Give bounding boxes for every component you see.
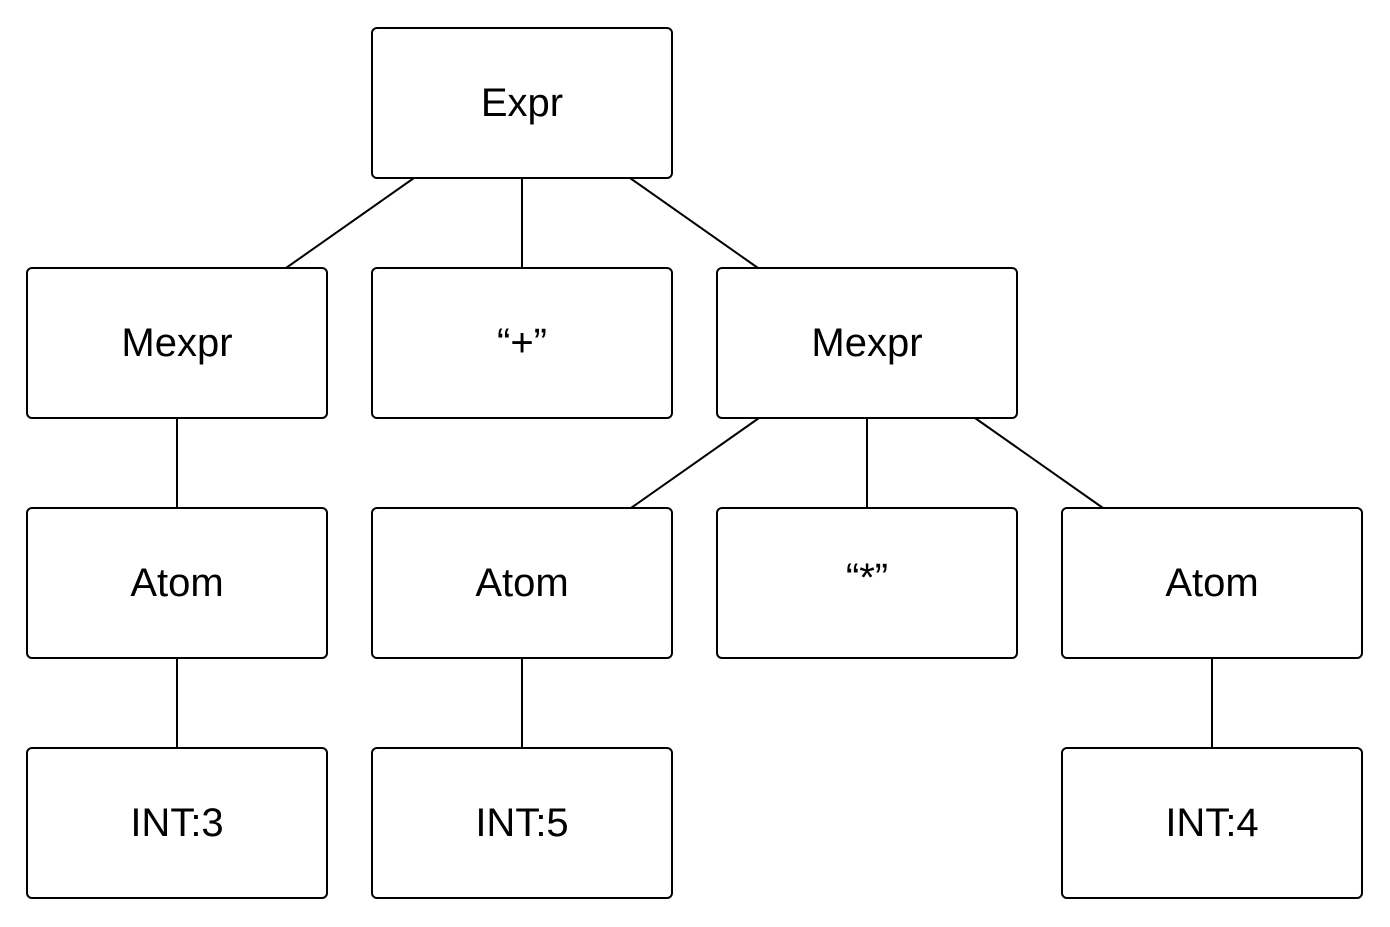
tree-node-atom-3: Atom (1061, 507, 1363, 659)
node-label: INT:5 (475, 801, 568, 845)
tree-node-int-5: INT:5 (371, 747, 673, 899)
tree-node-expr: Expr (371, 27, 673, 179)
node-label: INT:4 (1165, 801, 1258, 845)
tree-node-atom-1: Atom (26, 507, 328, 659)
node-label: Atom (475, 561, 568, 605)
node-label: INT:3 (130, 801, 223, 845)
node-label: Mexpr (121, 321, 232, 365)
tree-node-star: “*” (716, 507, 1018, 659)
node-label: “+” (497, 321, 547, 365)
tree-node-plus: “+” (371, 267, 673, 419)
node-label: Expr (481, 81, 563, 125)
edge-expr-mexpr1 (285, 177, 415, 269)
node-label: Atom (1165, 561, 1258, 605)
edge-mexpr2-atom2 (630, 417, 760, 509)
tree-node-int-4: INT:4 (1061, 747, 1363, 899)
node-label: Atom (130, 561, 223, 605)
tree-node-mexpr-left: Mexpr (26, 267, 328, 419)
edge-expr-mexpr2 (629, 177, 759, 269)
tree-node-mexpr-right: Mexpr (716, 267, 1018, 419)
edge-mexpr2-atom3 (974, 417, 1104, 509)
tree-node-int-3: INT:3 (26, 747, 328, 899)
tree-node-atom-2: Atom (371, 507, 673, 659)
node-label: Mexpr (811, 321, 922, 365)
tree-edges (176, 177, 1213, 748)
node-label: “*” (846, 556, 888, 600)
